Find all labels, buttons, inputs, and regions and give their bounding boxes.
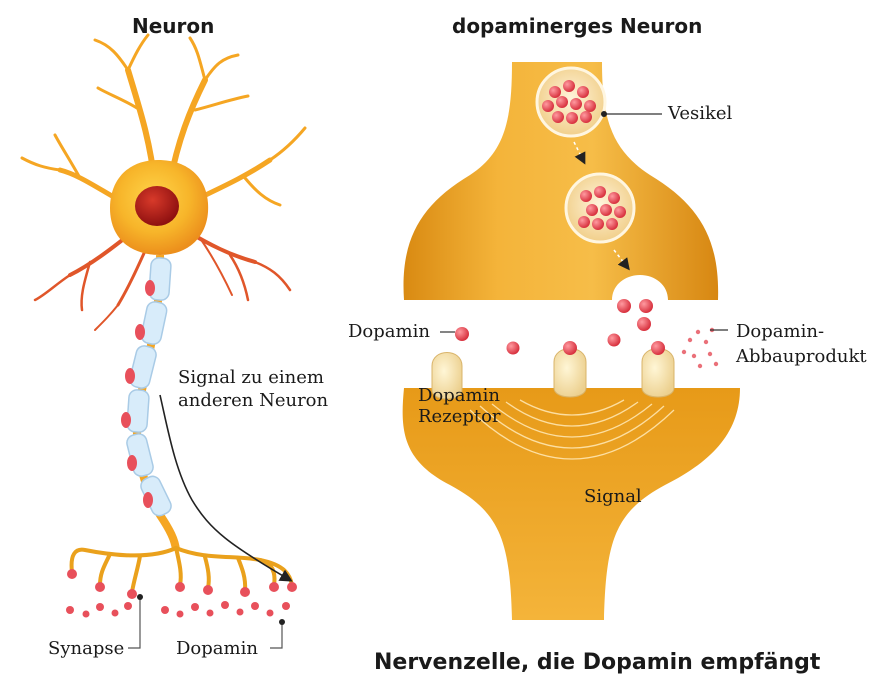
label-signal-line2: anderen Neuron (178, 390, 328, 412)
signal-arrow (160, 395, 290, 580)
vesicle-middle (566, 174, 634, 242)
dopamine-breakdown-products (682, 328, 718, 368)
label-dopamin-left: Dopamin (176, 638, 258, 660)
label-signal-line1: Signal zu einem (178, 367, 324, 389)
label-vesikel: Vesikel (668, 103, 732, 125)
dopamin-left-leader-dot (279, 619, 285, 625)
vesikel-leader-dot (601, 111, 607, 117)
vesicle-top (537, 68, 605, 136)
label-rezeptor-line1: Dopamin (418, 385, 500, 407)
dopamin-left-leader (270, 622, 282, 648)
dopamine-dots-left (66, 601, 290, 618)
dopamine-released (455, 299, 653, 355)
neuron-nucleus (135, 186, 179, 226)
synapse-leader-dot (137, 594, 143, 600)
myelin-sheath (125, 257, 174, 518)
label-abbau-line1: Dopamin- (736, 321, 824, 343)
label-dopamin-right: Dopamin (348, 321, 430, 343)
label-signal: Signal (584, 486, 642, 508)
label-abbau-line2: Abbauprodukt (736, 346, 867, 368)
label-synapse: Synapse (48, 638, 124, 660)
label-rezeptor-line2: Rezeptor (418, 406, 501, 428)
